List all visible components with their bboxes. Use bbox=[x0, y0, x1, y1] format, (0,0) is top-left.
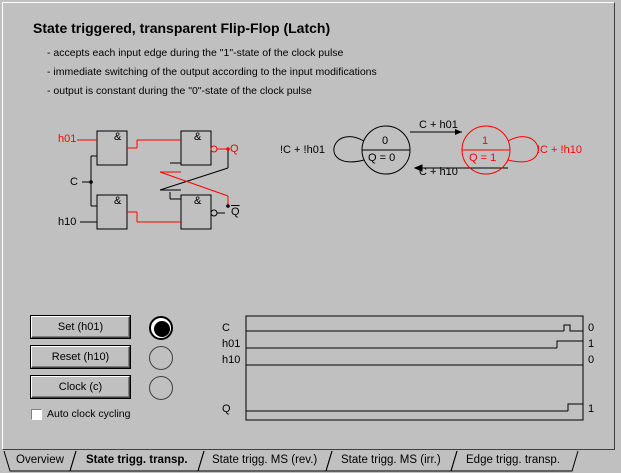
timing-signal-name: h10 bbox=[222, 354, 241, 366]
gate-label: & bbox=[194, 131, 202, 143]
timing-signal-value: 0 bbox=[588, 322, 595, 334]
output-q-label: Q bbox=[230, 143, 239, 155]
description-item: - immediate switching of the output acco… bbox=[47, 66, 377, 78]
auto-clock-checkbox[interactable]: Auto clock cycling bbox=[31, 408, 130, 420]
edge-0-1-label: C + h01 bbox=[419, 119, 458, 131]
gate-label: & bbox=[114, 195, 122, 207]
state-1-value: 1 bbox=[482, 135, 489, 147]
tab-outline bbox=[3, 450, 579, 472]
timing-signal-value: 1 bbox=[588, 338, 595, 350]
loop-0-label: !C + !h01 bbox=[280, 144, 325, 156]
set-indicator-lamp bbox=[149, 316, 173, 340]
checkbox-box[interactable] bbox=[31, 408, 42, 420]
input-c-label: C bbox=[70, 176, 78, 188]
main-panel bbox=[2, 2, 615, 450]
auto-clock-label: Auto clock cycling bbox=[47, 408, 131, 420]
timing-signal-value: 0 bbox=[588, 354, 595, 366]
page-title: State triggered, transparent Flip-Flop (… bbox=[33, 20, 331, 36]
description-item: - output is constant during the "0"-stat… bbox=[47, 85, 312, 97]
output-q-bar-label: Q bbox=[231, 206, 240, 218]
description-list: - accepts each input edge during the "1"… bbox=[47, 44, 377, 101]
input-h01-label: h01 bbox=[58, 133, 77, 145]
tab-overview[interactable]: Overview bbox=[16, 454, 64, 466]
clock-indicator-lamp bbox=[149, 376, 173, 400]
reset-button[interactable]: Reset (h10) bbox=[31, 346, 130, 368]
gate-label: & bbox=[194, 195, 202, 207]
tab-state-trigg-ms-rev[interactable]: State trigg. MS (rev.) bbox=[212, 454, 318, 466]
tab-state-trigg-transp[interactable]: State trigg. transp. bbox=[86, 454, 188, 466]
timing-signal-name: C bbox=[222, 322, 230, 334]
state-1-output: Q = 1 bbox=[469, 152, 497, 164]
state-0-output: Q = 0 bbox=[368, 152, 396, 164]
timing-signal-name: Q bbox=[222, 403, 231, 415]
gate-label: & bbox=[114, 131, 122, 143]
description-item: - accepts each input edge during the "1"… bbox=[47, 47, 344, 59]
input-h10-label: h10 bbox=[58, 216, 77, 228]
edge-1-0-label: C + h10 bbox=[419, 166, 458, 178]
loop-1-label: !C + !h10 bbox=[537, 144, 582, 156]
tab-bar: Overview State trigg. transp. State trig… bbox=[0, 450, 621, 473]
set-button[interactable]: Set (h01) bbox=[31, 316, 130, 338]
timing-signal-value: 1 bbox=[588, 403, 595, 415]
timing-signal-name: h01 bbox=[222, 338, 241, 350]
clock-button[interactable]: Clock (c) bbox=[31, 376, 130, 398]
tab-state-trigg-ms-irr[interactable]: State trigg. MS (irr.) bbox=[341, 454, 441, 466]
tab-edge-trigg-transp[interactable]: Edge trigg. transp. bbox=[466, 454, 560, 466]
state-0-value: 0 bbox=[382, 135, 389, 147]
reset-indicator-lamp bbox=[149, 346, 173, 370]
